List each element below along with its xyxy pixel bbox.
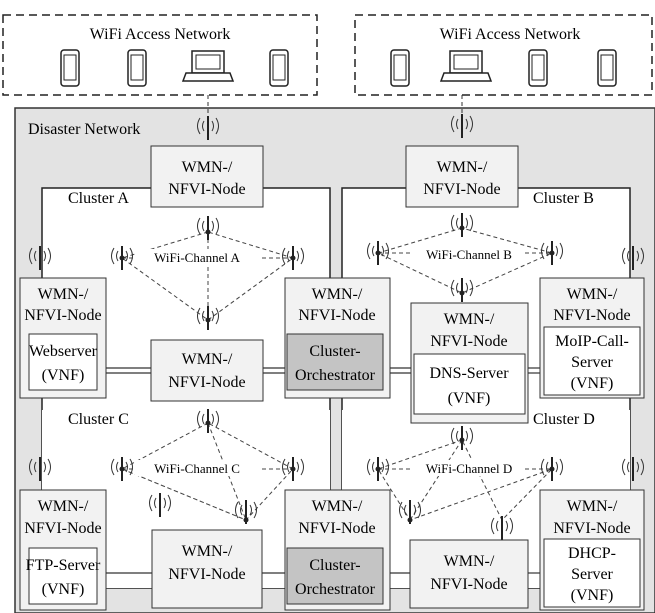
- svg-text:(VNF): (VNF): [448, 390, 491, 407]
- svg-text:WMN-/: WMN-/: [444, 311, 495, 328]
- wifi-channel-a-label: WiFi-Channel A: [154, 250, 240, 265]
- cluster-b-label: Cluster B: [533, 190, 594, 207]
- svg-text:NFVI-Node: NFVI-Node: [430, 333, 507, 350]
- access-network-title: WiFi Access Network: [440, 26, 581, 43]
- wmn-node-orchestrator-bottom: WMN-/ NFVI-Node Cluster- Orchestrator: [284, 489, 391, 611]
- cluster-orchestrator: [286, 333, 384, 391]
- svg-text:WMN-/: WMN-/: [182, 543, 233, 560]
- wmn-node-center-d: WMN-/ NFVI-Node: [409, 539, 529, 609]
- access-network-right: WiFi Access Network: [354, 14, 653, 96]
- svg-text:MoIP-Call-: MoIP-Call-: [555, 333, 629, 350]
- svg-text:NFVI-Node: NFVI-Node: [24, 520, 101, 537]
- svg-text:Cluster-: Cluster-: [309, 343, 360, 360]
- svg-text:NFVI-Node: NFVI-Node: [553, 307, 630, 324]
- wmn-node-dhcp: WMN-/ NFVI-Node DHCP- Server (VNF): [539, 489, 645, 611]
- phone-icon: [269, 49, 289, 87]
- access-network-title: WiFi Access Network: [90, 26, 231, 43]
- cluster-c-label: Cluster C: [68, 411, 129, 428]
- svg-text:FTP-Server: FTP-Server: [26, 557, 101, 574]
- svg-text:(VNF): (VNF): [42, 367, 85, 384]
- webserver-vnf: [28, 333, 98, 391]
- dhcp-server-vnf: [543, 538, 641, 608]
- svg-text:DHCP-: DHCP-: [568, 545, 616, 562]
- access-network-left: WiFi Access Network: [2, 14, 318, 96]
- svg-text:NFVI-Node: NFVI-Node: [168, 566, 245, 583]
- svg-text:WMN-/: WMN-/: [312, 498, 363, 515]
- wifi-channel-b-label: WiFi-Channel B: [426, 247, 512, 262]
- svg-text:WMN-/: WMN-/: [567, 498, 618, 515]
- svg-text:NFVI-Node: NFVI-Node: [298, 520, 375, 537]
- wifi-channel-d-label: WiFi-Channel D: [426, 461, 513, 476]
- svg-text:NFVI-Node: NFVI-Node: [553, 520, 630, 537]
- wmn-node-top-left: WMN-/ NFVI-Node: [150, 145, 264, 208]
- svg-text:NFVI-Node: NFVI-Node: [298, 307, 375, 324]
- svg-text:Orchestrator: Orchestrator: [295, 367, 376, 384]
- cluster-d-label: Cluster D: [533, 411, 595, 428]
- svg-text:(VNF): (VNF): [571, 587, 614, 604]
- svg-text:(VNF): (VNF): [571, 375, 614, 392]
- dns-server-vnf: [413, 353, 526, 415]
- svg-text:WMN-/: WMN-/: [182, 159, 233, 176]
- cluster-orchestrator: [286, 547, 384, 605]
- wmn-node-moip: WMN-/ NFVI-Node MoIP-Call- Server (VNF): [539, 277, 645, 399]
- svg-text:NFVI-Node: NFVI-Node: [168, 374, 245, 391]
- wmn-node-top-right: WMN-/ NFVI-Node: [405, 145, 519, 208]
- wmn-node-center-a: WMN-/ NFVI-Node: [150, 339, 264, 402]
- wmn-node-orchestrator-top: WMN-/ NFVI-Node Cluster- Orchestrator: [284, 277, 391, 399]
- svg-text:NFVI-Node: NFVI-Node: [423, 181, 500, 198]
- disaster-network-title: Disaster Network: [28, 121, 140, 138]
- svg-text:WMN-/: WMN-/: [38, 286, 89, 303]
- svg-text:WMN-/: WMN-/: [38, 498, 89, 515]
- svg-text:WMN-/: WMN-/: [312, 286, 363, 303]
- phone-icon: [528, 49, 548, 87]
- svg-text:WMN-/: WMN-/: [182, 351, 233, 368]
- svg-text:WMN-/: WMN-/: [437, 159, 488, 176]
- ftp-server-vnf: [28, 547, 98, 605]
- wmn-node-center-c: WMN-/ NFVI-Node: [151, 529, 263, 609]
- svg-text:DNS-Server: DNS-Server: [429, 365, 509, 382]
- svg-text:NFVI-Node: NFVI-Node: [168, 181, 245, 198]
- svg-text:WMN-/: WMN-/: [444, 553, 495, 570]
- svg-text:(VNF): (VNF): [42, 581, 85, 598]
- svg-text:NFVI-Node: NFVI-Node: [430, 576, 507, 593]
- wmn-node-dns: WMN-/ NFVI-Node DNS-Server (VNF): [410, 302, 529, 424]
- wmn-node-webserver: WMN-/ NFVI-Node Webserver (VNF): [19, 277, 107, 399]
- svg-text:NFVI-Node: NFVI-Node: [24, 307, 101, 324]
- phone-icon: [127, 49, 147, 87]
- wifi-channel-c-label: WiFi-Channel C: [154, 461, 240, 476]
- cluster-a-label: Cluster A: [68, 190, 129, 207]
- svg-text:Server: Server: [571, 354, 613, 371]
- svg-text:Server: Server: [571, 566, 613, 583]
- svg-text:Webserver: Webserver: [29, 343, 98, 360]
- phone-icon: [597, 49, 617, 87]
- moip-call-server-vnf: [543, 326, 641, 396]
- wmn-node-ftp: WMN-/ NFVI-Node FTP-Server (VNF): [19, 489, 107, 611]
- svg-text:WMN-/: WMN-/: [567, 286, 618, 303]
- svg-text:Orchestrator: Orchestrator: [295, 581, 376, 598]
- phone-icon: [60, 49, 80, 87]
- svg-text:Cluster-: Cluster-: [309, 557, 360, 574]
- phone-icon: [390, 49, 410, 87]
